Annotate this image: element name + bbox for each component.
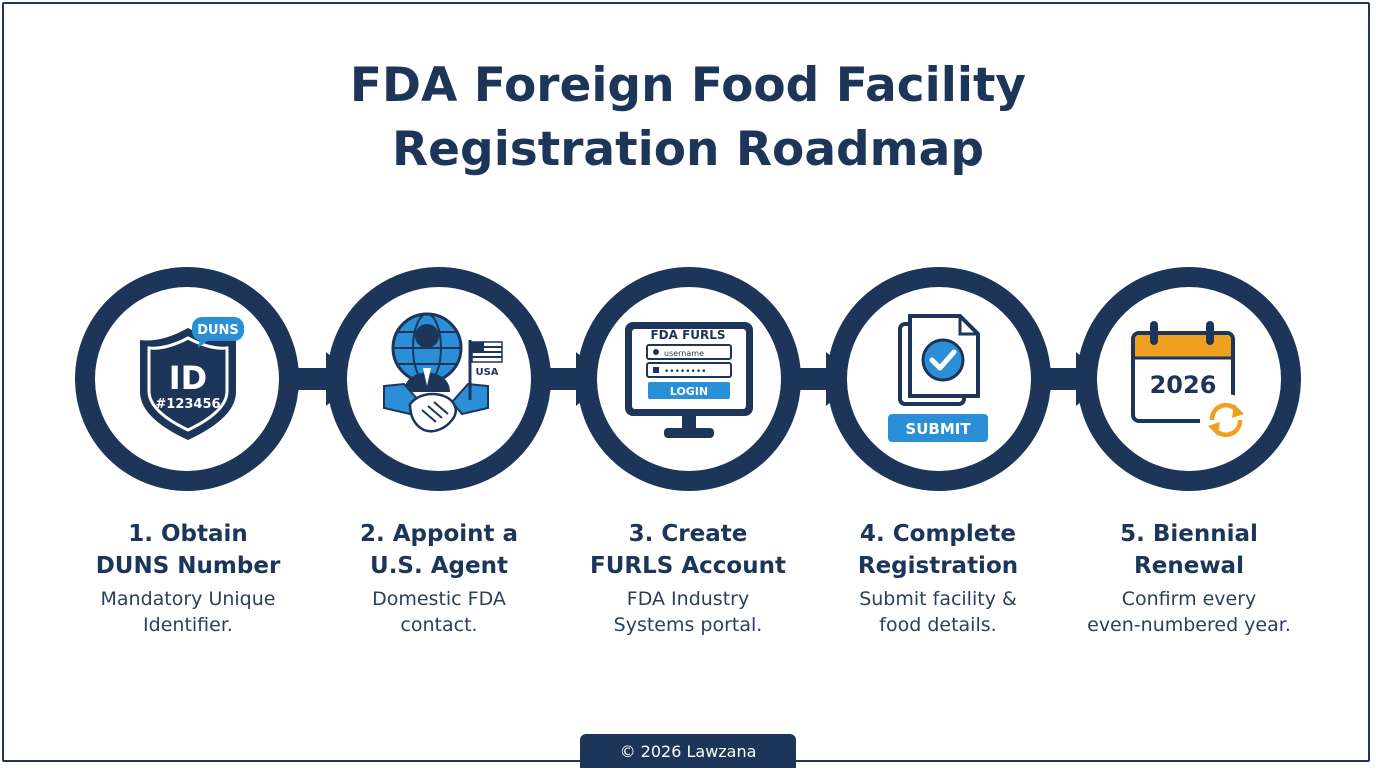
submit-badge: SUBMIT [888, 414, 988, 442]
step-1-title-line-2: DUNS Number [95, 553, 281, 579]
step-4-text: 4. Complete Registration Submit facility… [813, 518, 1063, 638]
page-title: FDA Foreign Food Facility Registration R… [0, 54, 1376, 182]
svg-text:LOGIN: LOGIN [670, 385, 708, 398]
globe-agent-handshake-icon [383, 312, 489, 433]
step-3-desc-line-1: FDA Industry [626, 588, 750, 610]
id-shield-icon: ID #123456 [140, 328, 236, 440]
documents-check-icon [898, 314, 980, 406]
step-3-desc-line-2: Systems portal. [613, 614, 763, 636]
svg-text:FDA FURLS: FDA FURLS [650, 328, 725, 342]
step-4-desc-line-2: food details. [879, 614, 997, 636]
step-1-desc-line-1: Mandatory Unique [100, 588, 276, 610]
title-line-1: FDA Foreign Food Facility [349, 58, 1027, 113]
step-1-text: 1. Obtain DUNS Number Mandatory Unique I… [63, 518, 313, 638]
duns-badge: DUNS [192, 317, 244, 348]
svg-text:username: username [664, 349, 704, 358]
step-4-desc-line-1: Submit facility & [859, 588, 1017, 610]
svg-text:SUBMIT: SUBMIT [905, 420, 971, 438]
title-line-2: Registration Roadmap [391, 122, 985, 177]
footer-copyright: © 2026 Lawzana [580, 734, 796, 768]
step-5-text: 5. Biennial Renewal Confirm every even-n… [1064, 518, 1314, 638]
calendar-renew-icon: 2026 [1131, 321, 1235, 423]
step-5-title-line-1: 5. Biennial [1120, 521, 1258, 547]
step-4-title-line-1: 4. Complete [860, 521, 1016, 547]
step-2-desc-line-1: Domestic FDA [372, 588, 506, 610]
svg-text:2026: 2026 [1150, 371, 1217, 399]
svg-text:#123456: #123456 [155, 397, 220, 412]
step-3-title-line-1: 3. Create [628, 521, 748, 547]
step-2-title-line-1: 2. Appoint a [359, 521, 519, 547]
step-5-desc-line-1: Confirm every [1121, 588, 1257, 610]
step-2-title-line-2: U.S. Agent [370, 553, 508, 579]
monitor-login-icon: FDA FURLS username •••••••• LOGIN [625, 322, 753, 438]
renew-arrows-icon [1200, 394, 1252, 446]
step-4-title-line-2: Registration [857, 553, 1019, 579]
svg-text:USA: USA [475, 367, 498, 378]
step-2-text: 2. Appoint a U.S. Agent Domestic FDA con… [314, 518, 564, 638]
step-3-text: 3. Create FURLS Account FDA Industry Sys… [563, 518, 813, 638]
step-5-title-line-2: Renewal [1134, 553, 1244, 579]
step-2-desc-line-2: contact. [400, 614, 478, 636]
step-1-title-line-1: 1. Obtain [128, 521, 248, 547]
step-3-title-line-2: FURLS Account [590, 553, 786, 579]
step-1-desc-line-2: Identifier. [143, 614, 233, 636]
svg-text:DUNS: DUNS [197, 323, 239, 338]
us-flag-icon: USA [468, 340, 503, 400]
step-5-desc-line-2: even-numbered year. [1087, 614, 1291, 636]
svg-text:••••••••: •••••••• [664, 367, 706, 377]
svg-text:ID: ID [169, 359, 207, 397]
